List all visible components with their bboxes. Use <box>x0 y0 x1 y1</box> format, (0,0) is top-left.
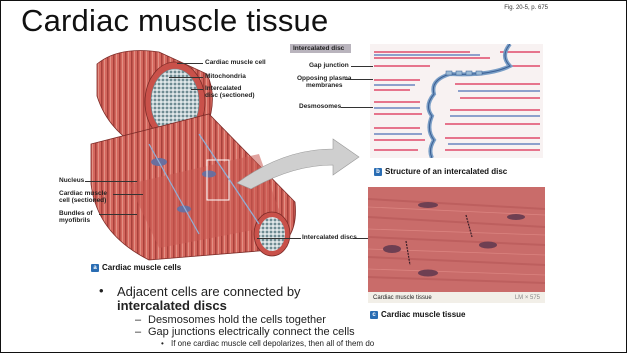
leader-line <box>99 214 137 215</box>
leader-line <box>341 107 373 108</box>
leader-line <box>345 79 373 80</box>
figure-reference: Fig. 20-5, p. 675 <box>504 5 548 11</box>
leader-line <box>177 63 203 64</box>
label-nucleus: Nucleus <box>59 177 84 184</box>
label-opposing-1: Opposing plasma <box>297 75 352 82</box>
figure-b-caption: b Structure of an intercalated disc <box>374 167 507 176</box>
intercalated-disc-header: Intercalated disc <box>290 44 351 53</box>
figure-a-letter: a <box>91 264 99 272</box>
figure-c-caption-text: Cardiac muscle tissue <box>381 310 465 319</box>
micrograph-magnification: LM × 575 <box>515 295 540 301</box>
label-mitochondria: Mitochondria <box>205 73 246 80</box>
figure-b-caption-text: Structure of an intercalated disc <box>385 167 507 176</box>
bullet-glyph: • <box>99 283 104 298</box>
intercalated-disc-diagram <box>370 44 543 158</box>
leader-line <box>169 77 203 78</box>
dash-glyph: – <box>135 314 141 326</box>
sub-sub-bullet: If one cardiac muscle cell depolarizes, … <box>171 339 374 348</box>
micrograph-caption-bar: Cardiac muscle tissue LM × 575 <box>368 292 545 303</box>
bullet-glyph: • <box>161 339 164 348</box>
figure-b-letter: b <box>374 168 382 176</box>
label-intercalated-disc-sectioned-1: Intercalated <box>205 85 242 92</box>
micrograph-label: Cardiac muscle tissue <box>373 295 432 301</box>
label-intercalated-discs: Intercalated discs <box>302 234 357 241</box>
label-desmosomes: Desmosomes <box>299 103 341 110</box>
bullet-main-line2: intercalated discs <box>117 298 227 313</box>
dash-glyph: – <box>135 326 141 338</box>
label-opposing-2: membranes <box>306 82 343 89</box>
leader-line <box>257 238 301 239</box>
label-intercalated-disc-sectioned-2: disc (sectioned) <box>205 92 254 99</box>
bullet-main-line1: Adjacent cells are connected by <box>117 284 301 299</box>
figure-a-caption-text: Cardiac muscle cells <box>102 263 181 272</box>
leader-line <box>113 194 143 195</box>
label-gap-junction: Gap junction <box>309 62 349 69</box>
micrograph: Cardiac muscle tissue LM × 575 <box>368 187 545 303</box>
micrograph-image <box>368 187 545 292</box>
figure-c-caption: c Cardiac muscle tissue <box>370 310 465 319</box>
sub-bullet-2: Gap junctions electrically connect the c… <box>148 326 355 338</box>
intercalated-disc-drawing <box>370 44 543 158</box>
leader-line <box>351 66 373 67</box>
label-bundles-2: myofibrils <box>59 217 90 224</box>
leader-line <box>191 89 203 90</box>
sub-bullet-1: Desmosomes hold the cells together <box>148 314 326 326</box>
figure-a-caption: a Cardiac muscle cells <box>91 263 181 272</box>
callout-arrow <box>233 131 363 189</box>
label-bundles-1: Bundles of <box>59 210 93 217</box>
figure-c-letter: c <box>370 311 378 319</box>
leader-line <box>85 181 137 182</box>
label-cardiac-muscle-cell: Cardiac muscle cell <box>205 59 266 66</box>
label-cardiac-cell-sectioned-1: Cardiac muscle <box>59 190 107 197</box>
label-cardiac-cell-sectioned-2: cell (sectioned) <box>59 197 106 204</box>
